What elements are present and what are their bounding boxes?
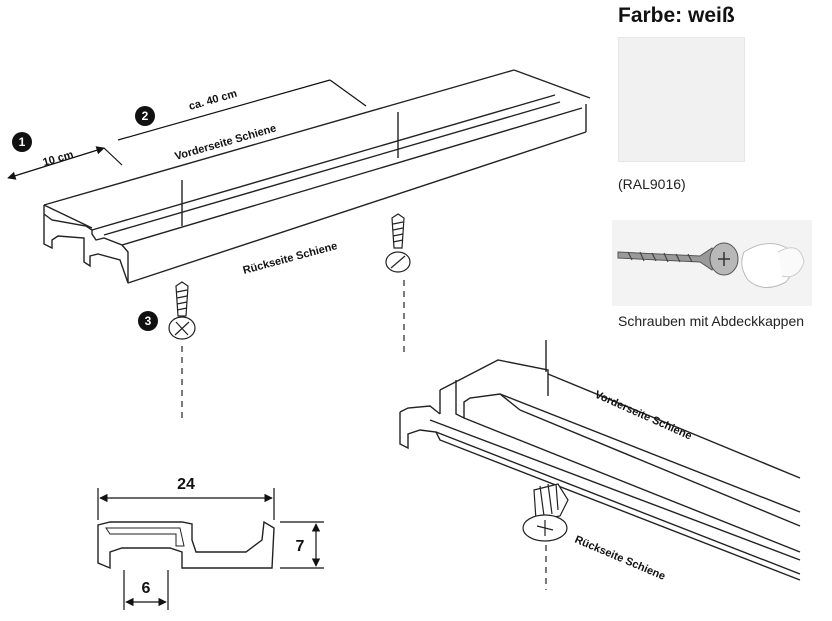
screw-icon-2 bbox=[385, 213, 411, 352]
screw-with-cap-photo bbox=[612, 220, 812, 306]
label-front-detail: Vorderseite Schiene bbox=[593, 389, 694, 443]
color-swatch bbox=[618, 37, 745, 162]
label-40cm: ca. 40 cm bbox=[188, 88, 239, 113]
profile-dimensions bbox=[97, 488, 324, 610]
rail-detail bbox=[399, 340, 801, 581]
svg-text:2: 2 bbox=[142, 109, 149, 123]
rail-top bbox=[43, 69, 591, 284]
screws-caption: Schrauben mit Abdeckkappen bbox=[618, 313, 805, 329]
profile-height-label: 7 bbox=[296, 538, 305, 555]
badge-icon-2: 2 bbox=[135, 106, 155, 126]
profile-width-label: 24 bbox=[177, 476, 195, 493]
label-back-detail: Rückseite Schiene bbox=[573, 534, 667, 583]
badge-icon-3: 3 bbox=[138, 311, 158, 331]
color-title: Farbe: weiß bbox=[618, 4, 735, 27]
label-back-top: Rückseite Schiene bbox=[242, 240, 339, 277]
profile-section bbox=[97, 520, 275, 570]
color-code: (RAL9016) bbox=[618, 176, 686, 192]
badge-icon-1: 1 bbox=[12, 132, 32, 152]
dimension-10cm bbox=[7, 146, 123, 180]
screw-icon bbox=[168, 281, 196, 420]
profile-slot-label: 6 bbox=[142, 580, 151, 597]
screw-icon-detail bbox=[522, 483, 569, 590]
label-10cm: 10 cm bbox=[42, 149, 76, 169]
dimension-40cm bbox=[117, 79, 367, 141]
svg-text:1: 1 bbox=[19, 135, 26, 149]
svg-text:3: 3 bbox=[145, 314, 152, 328]
